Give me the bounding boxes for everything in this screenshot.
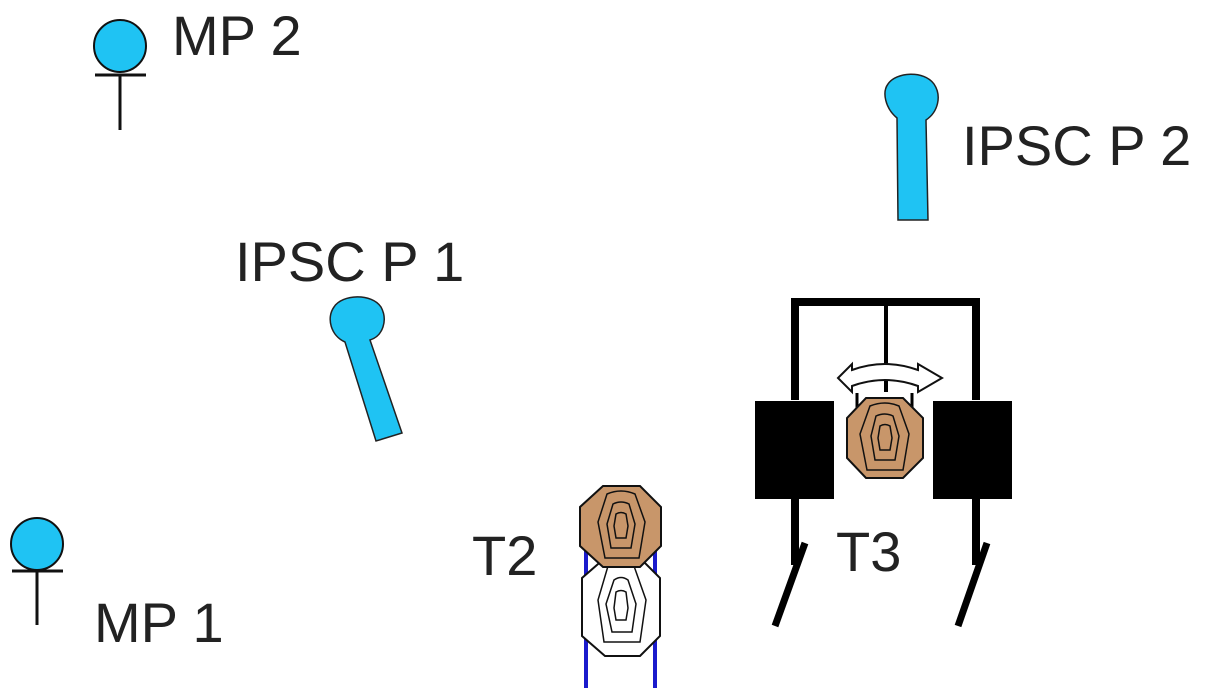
mp2-label: MP 2 (172, 4, 302, 67)
t2-shoot-target (579, 485, 662, 568)
t3-right-block (933, 401, 1012, 499)
mp1-marker (10, 517, 64, 625)
t3-target-group (755, 298, 1012, 628)
t3-swinger-target (846, 397, 924, 479)
ipsc-p2-label: IPSC P 2 (962, 114, 1192, 177)
t2-target-group (579, 485, 662, 688)
t2-label: T2 (472, 524, 538, 587)
t2-no-shoot-target (581, 557, 661, 657)
t3-swing-arrow-icon (836, 361, 944, 395)
ipsc-p1-marker (329, 296, 403, 442)
mp2-marker (93, 19, 147, 130)
t3-left-block (755, 401, 834, 499)
ipsc-p1-label: IPSC P 1 (235, 230, 465, 293)
t3-label: T3 (836, 520, 902, 583)
ipsc-p2-marker (884, 73, 939, 221)
mp1-label: MP 1 (94, 591, 224, 654)
